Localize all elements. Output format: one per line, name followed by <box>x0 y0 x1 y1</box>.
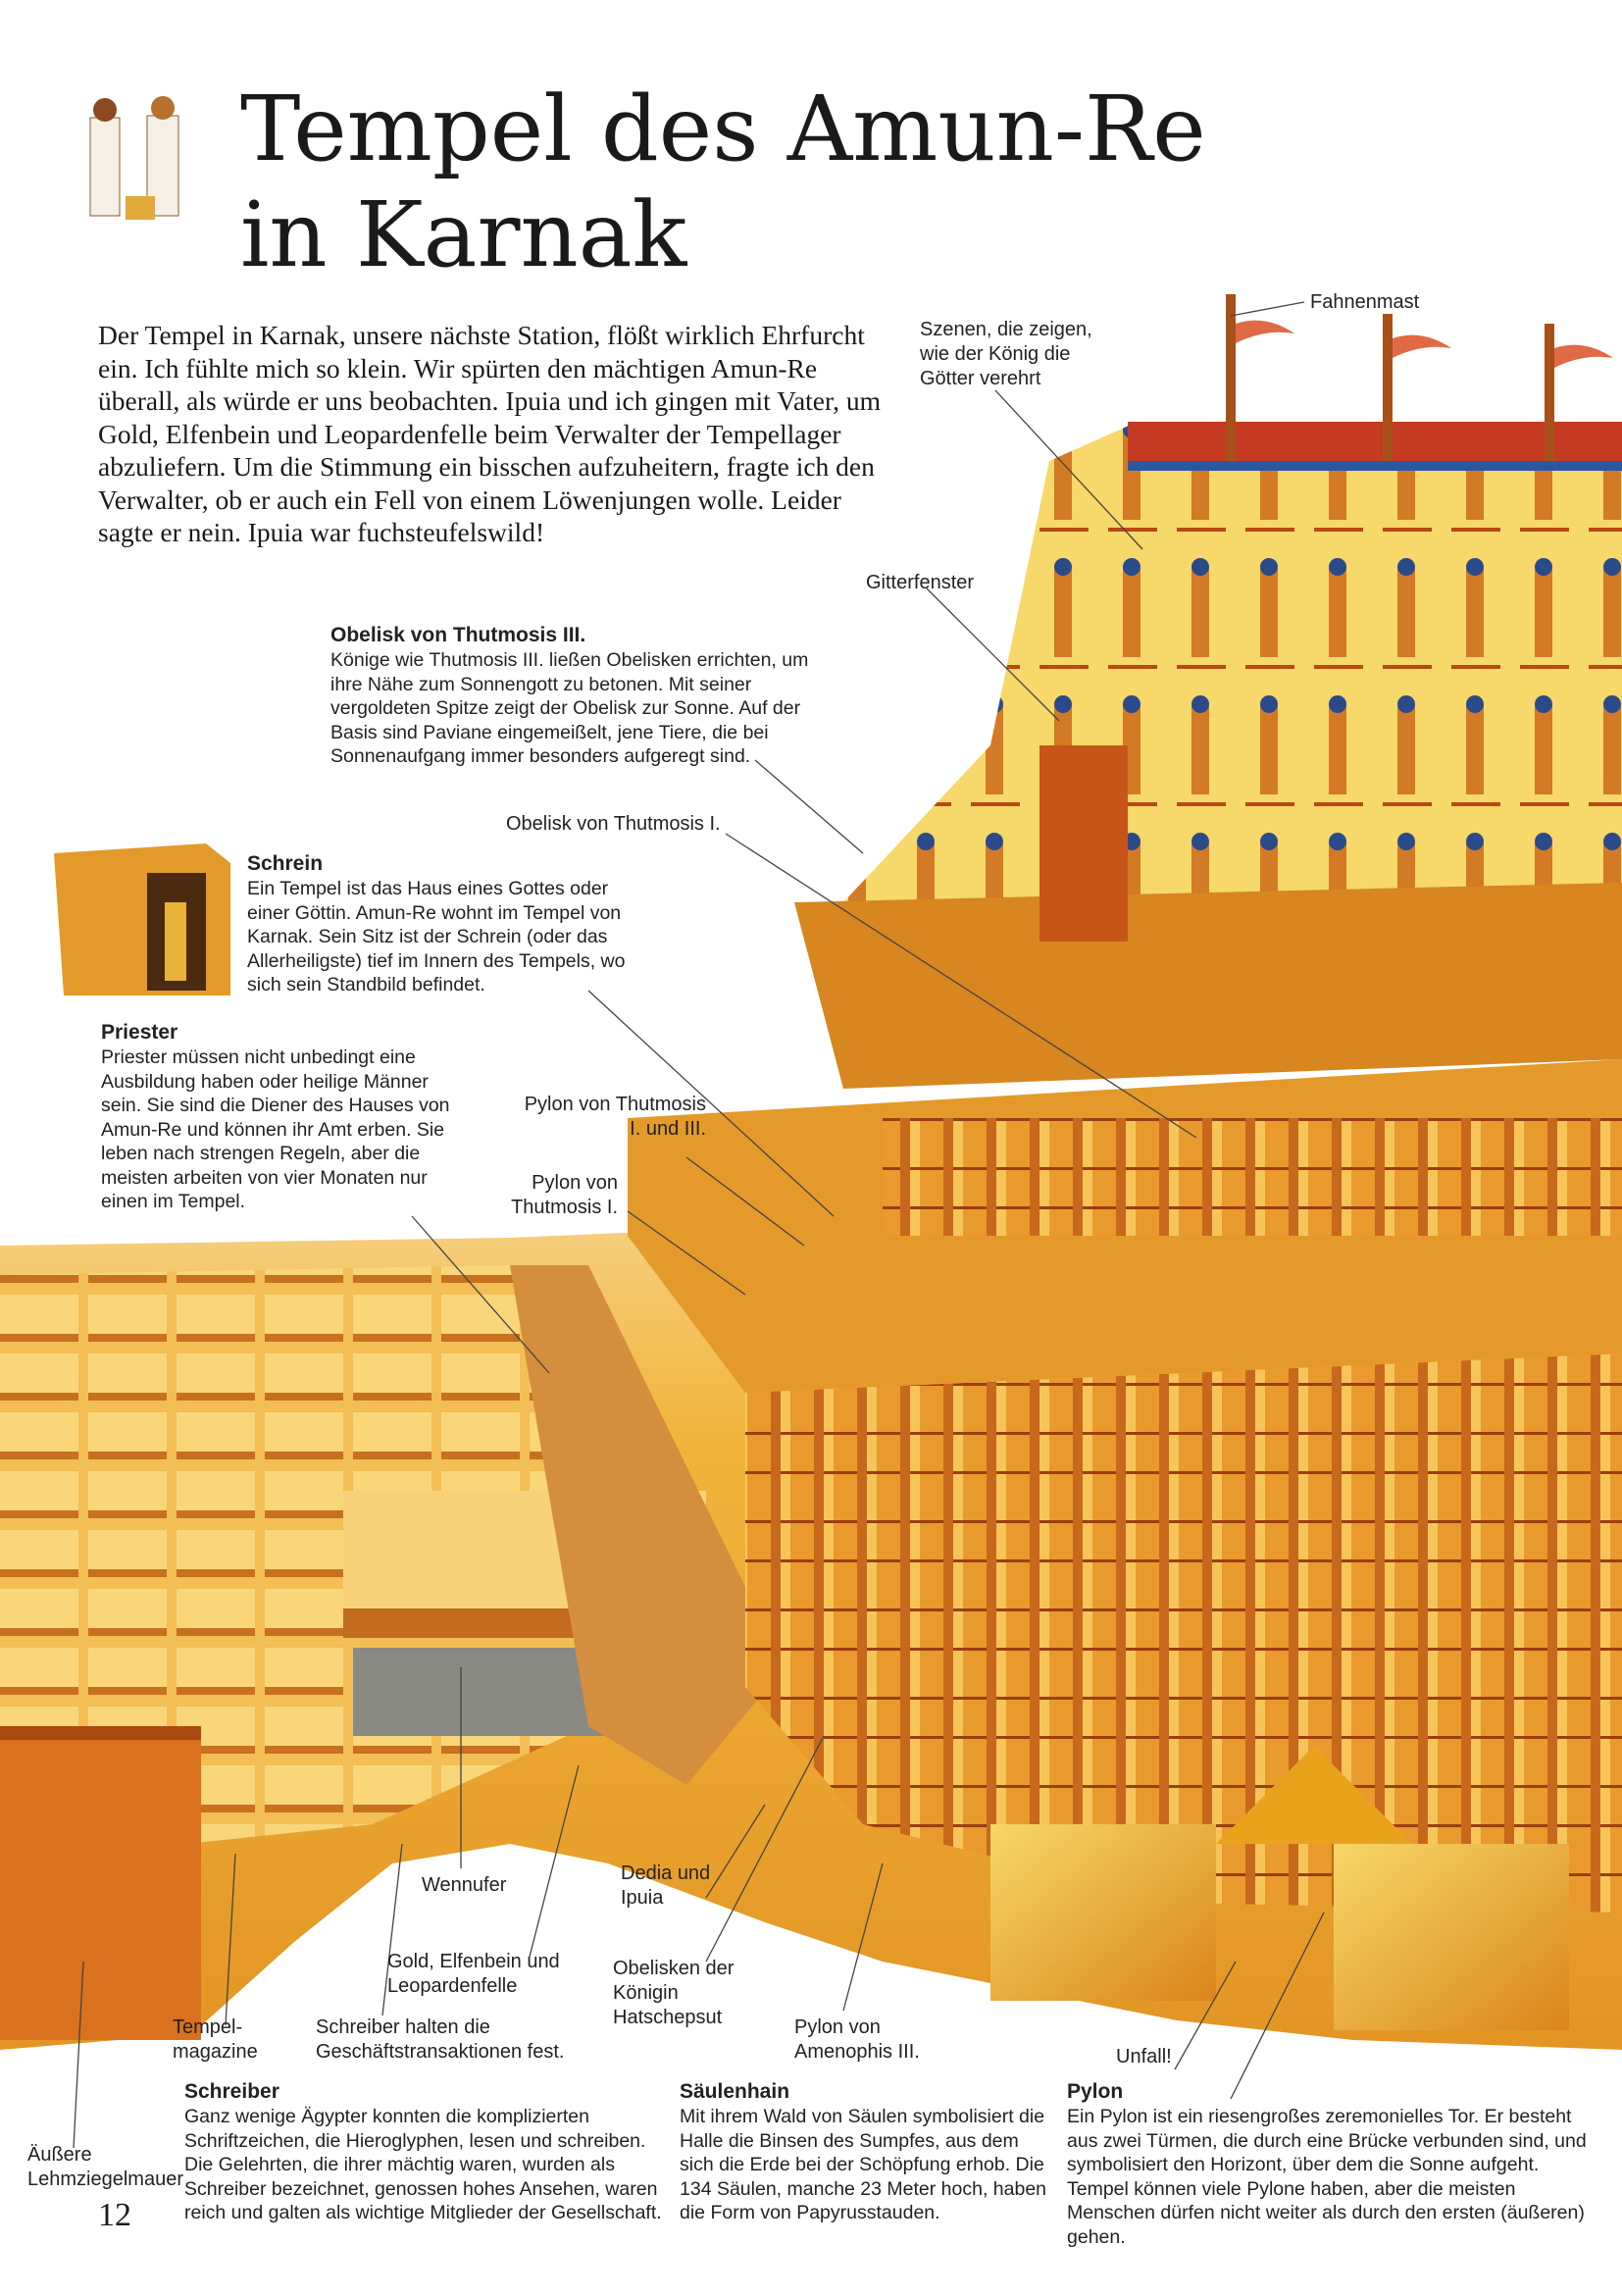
label-aeussere-mauer: Äußere Lehmziegelmauer <box>27 2144 183 2190</box>
box-obelisk-thutmosis-3: Obelisk von Thutmosis III. Könige wie Th… <box>330 623 840 769</box>
box-title: Schreiber <box>184 2080 279 2103</box>
label-schreiber-halten: Schreiber halten die Geschäftstransaktio… <box>316 2016 565 2063</box>
title-line-2: in Karnak <box>240 182 687 287</box>
label-wennufer: Wennufer <box>422 1874 507 1896</box>
label-pylon-amenophis: Pylon von Amenophis III. <box>794 2016 920 2063</box>
intro-paragraph: Der Tempel in Karnak, unsere nächste Sta… <box>98 320 881 547</box>
box-text: Könige wie Thutmosis III. ließen Obelisk… <box>330 649 809 767</box>
title-line-1: Tempel des Amun-Re <box>240 77 1206 181</box>
label-gitterfenster: Gitterfenster <box>866 572 975 593</box>
box-schreiber: Schreiber Ganz wenige Ägypter konnten di… <box>184 2079 665 2225</box>
box-text: Ganz wenige Ägypter konnten die komplizi… <box>184 2106 662 2223</box>
label-dedia-ipuia: Dedia und Ipuia <box>621 1862 711 1909</box>
box-title: Schrein <box>247 852 324 875</box>
label-unfall: Unfall! <box>1116 2046 1172 2067</box>
label-obelisk-thutmosis-1: Obelisk von Thutmosis I. <box>506 813 721 835</box>
box-pylon: Pylon Ein Pylon ist ein riesengroßes zer… <box>1067 2079 1601 2249</box>
box-text: Priester müssen nicht unbedingt eine Aus… <box>101 1046 450 1212</box>
box-text: Ein Pylon ist ein riesengroßes zeremonie… <box>1067 2106 1587 2248</box>
box-priester: Priester Priester müssen nicht unbedingt… <box>101 1020 464 1214</box>
label-pylon-t1-t3: Pylon von Thutmosis I. und III. <box>524 1094 706 1140</box>
page-number: 12 <box>98 2197 131 2233</box>
label-pylon-t1: Pylon von Thutmosis I. <box>511 1172 618 1218</box>
box-title: Säulenhain <box>680 2080 790 2103</box>
box-title: Priester <box>101 1021 178 1044</box>
label-tempelmagazine: Tempel-magazine <box>173 2016 258 2063</box>
box-text: Ein Tempel ist das Haus eines Gottes ode… <box>247 878 626 995</box>
box-title: Pylon <box>1067 2080 1124 2103</box>
label-gold: Gold, Elfenbein und Leopardenfelle <box>387 1951 560 1997</box>
label-fahnenmast: Fahnenmast <box>1310 291 1420 313</box>
label-szenen: Szenen, die zeigen, wie der König die Gö… <box>920 319 1092 389</box>
box-saeulenhain: Säulenhain Mit ihrem Wald von Säulen sym… <box>680 2079 1052 2225</box>
box-text: Mit ihrem Wald von Säulen symbolisiert d… <box>680 2106 1047 2223</box>
box-title: Obelisk von Thutmosis III. <box>330 624 586 646</box>
box-schrein: Schrein Ein Tempel ist das Haus eines Go… <box>247 851 639 997</box>
label-obelisken-hatschepsut: Obelisken der Königin Hatschepsut <box>613 1958 735 2028</box>
priests-icon <box>89 96 179 220</box>
shrine-image <box>54 843 230 995</box>
